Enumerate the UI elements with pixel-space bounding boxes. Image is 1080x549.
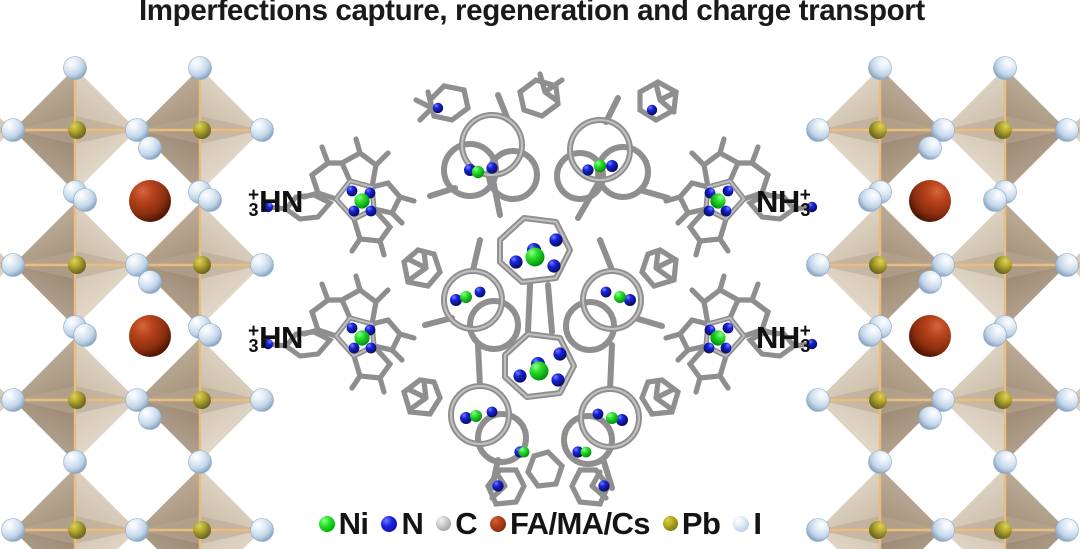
right-ammonium-label-1: NH + 3 bbox=[756, 186, 811, 219]
right-charge-stack-2: + 3 bbox=[799, 320, 811, 357]
label-core-text: NH bbox=[756, 320, 800, 355]
legend-item-i: I bbox=[733, 506, 762, 541]
superscript-plus: + bbox=[799, 320, 811, 342]
sphere-icon-c bbox=[436, 516, 452, 531]
legend-label-n: N bbox=[401, 506, 424, 541]
perovskite-lattice-left bbox=[0, 56, 274, 549]
superscript-plus: + bbox=[248, 320, 260, 342]
subscript-three: 3 bbox=[800, 200, 811, 221]
cation-sphere bbox=[129, 315, 171, 357]
sphere-icon-pb bbox=[662, 516, 678, 531]
atom-legend: Ni N C FA/MA/Cs Pb I bbox=[0, 508, 1080, 539]
legend-label-famacs: FA/MA/Cs bbox=[510, 506, 650, 541]
perovskite-lattice-right bbox=[806, 56, 1080, 549]
legend-item-famacs: FA/MA/Cs bbox=[490, 506, 651, 541]
nickel-atoms bbox=[460, 159, 626, 458]
legend-item-pb: Pb bbox=[662, 506, 721, 541]
label-core-text: NH bbox=[756, 184, 800, 219]
legend-label-pb: Pb bbox=[681, 506, 721, 541]
right-ammonium-label-2: NH + 3 bbox=[756, 322, 811, 355]
legend-label-ni: Ni bbox=[338, 506, 369, 541]
left-ammonium-label-2: + 3 HN bbox=[248, 322, 303, 355]
legend-label-i: I bbox=[753, 506, 762, 541]
right-charge-stack-1: + 3 bbox=[799, 184, 811, 221]
sphere-icon-ni bbox=[318, 515, 335, 532]
sphere-icon-famacs bbox=[490, 515, 507, 532]
cation-sphere bbox=[129, 180, 171, 222]
ni-porphyrin-mof-framework bbox=[400, 71, 682, 507]
legend-item-ni: Ni bbox=[318, 506, 369, 541]
legend-item-c: C bbox=[436, 506, 478, 541]
left-ammonium-label-1: + 3 HN bbox=[248, 186, 303, 219]
sphere-icon-n bbox=[381, 515, 398, 532]
label-core-text: HN bbox=[259, 320, 303, 355]
cation-sphere bbox=[909, 315, 951, 357]
subscript-three: 3 bbox=[248, 200, 259, 221]
figure-title: Imperfections capture, regeneration and … bbox=[138, 0, 925, 27]
subscript-three: 3 bbox=[800, 336, 811, 357]
superscript-plus: + bbox=[248, 184, 260, 206]
left-charge-stack-2: + 3 bbox=[248, 320, 260, 357]
superscript-plus: + bbox=[799, 184, 811, 206]
sphere-icon-i bbox=[733, 515, 750, 532]
label-core-text: HN bbox=[259, 184, 303, 219]
left-charge-stack-1: + 3 bbox=[248, 184, 260, 221]
nitrogen-atoms bbox=[432, 102, 658, 492]
legend-label-c: C bbox=[455, 506, 478, 541]
cation-sphere bbox=[909, 180, 951, 222]
subscript-three: 3 bbox=[248, 336, 259, 357]
legend-item-n: N bbox=[381, 506, 424, 541]
